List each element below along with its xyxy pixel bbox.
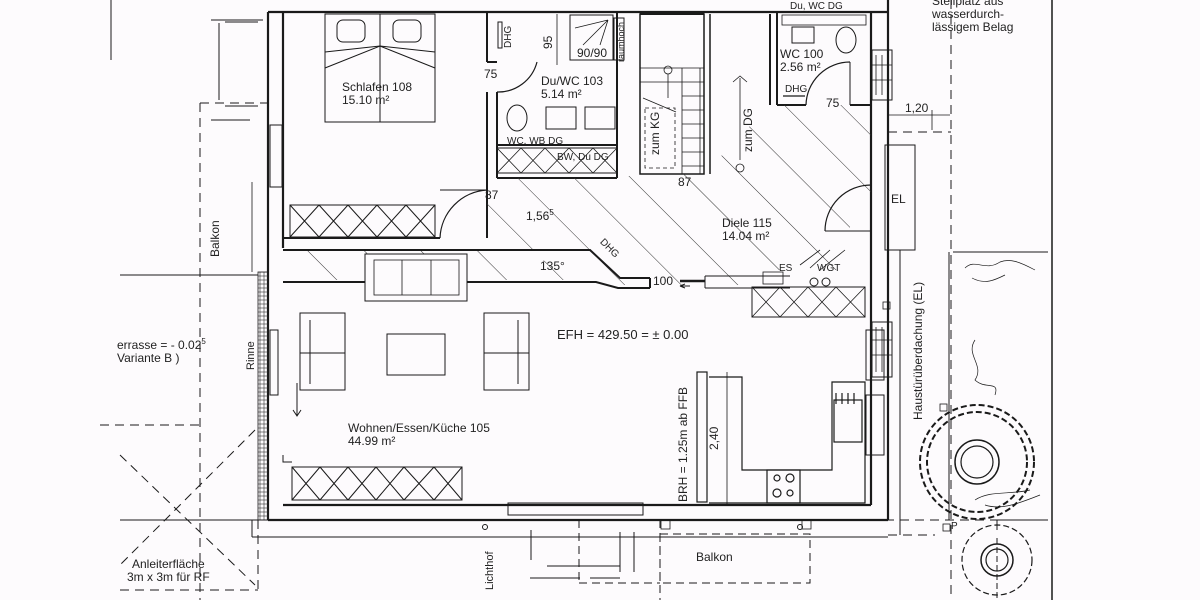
door-wc <box>805 61 851 106</box>
wardrobe-bedroom <box>289 204 436 238</box>
dhg-wc-label: DHG <box>785 84 808 95</box>
brh-label: BRH = 1.25m ab FFB <box>676 386 690 502</box>
room-name: Schlafen 108 <box>342 80 413 94</box>
wgt-label: WGT <box>817 263 841 274</box>
tree-circle <box>919 404 1035 520</box>
es-label: ES <box>779 263 793 274</box>
zum-dg-label: zum DG <box>741 107 755 152</box>
room-area: 2.56 m² <box>780 60 821 74</box>
haustuer-label: Haustürüberdachung (EL) <box>911 281 925 420</box>
wc-wb-dg-label: WC, WB DG <box>507 136 564 147</box>
toilet-bathroom <box>506 104 528 132</box>
terrasse-sup: 5 <box>201 337 206 346</box>
lichthof-label: Lichthof <box>484 551 496 590</box>
p-marker: P <box>951 521 958 532</box>
zum-kg-label: zum KG <box>648 111 662 155</box>
efh-label: EFH = 429.50 = ± 0.00 <box>557 327 689 342</box>
anleiter-line-2: 3m x 3m für RF <box>127 570 210 584</box>
room-area: 14.04 m² <box>722 229 770 243</box>
stellplatz-line-2: wasserdurch- <box>932 7 1005 21</box>
stellplatz-line-1: Stellplatz aus <box>932 0 1004 8</box>
dim-156-sup: 5 <box>549 208 554 217</box>
dim-75-bath: 75 <box>484 67 498 81</box>
dim-156-value: 1,56 <box>526 209 550 223</box>
room-wc-100: WC 100 2.56 m² <box>780 48 823 74</box>
angle-135: 135° <box>540 259 565 273</box>
room-wohnen-105: Wohnen/Essen/Küche 105 44.99 m² <box>348 422 490 448</box>
bw-du-dg-label: BW, Du DG <box>557 152 609 163</box>
shower-size: 90/90 <box>577 46 608 60</box>
room-area: 5.14 m² <box>541 87 582 101</box>
door-bathroom <box>496 61 538 93</box>
room-name: WC 100 <box>780 47 824 61</box>
anleiter-line-1: Anleiterfläche <box>131 557 205 571</box>
room-name: Wohnen/Essen/Küche 105 <box>348 421 490 435</box>
room-area: 44.99 m² <box>348 434 396 448</box>
room-schlafen-108: Schlafen 108 15.10 m² <box>342 81 412 107</box>
el-label: EL <box>891 192 906 206</box>
raumhoch-label: raumhoch <box>616 21 626 62</box>
du-wc-dg-label: Du, WC DG <box>790 1 843 12</box>
terrasse-line-1: errasse = - 0.02 <box>117 338 202 352</box>
balkon-bottom-label: Balkon <box>696 550 733 564</box>
dim-156: 1,565 <box>526 206 554 223</box>
double-bed <box>324 13 436 123</box>
dhg-bath-label: DHG <box>503 25 514 48</box>
dim-87-stair: 87 <box>678 175 692 189</box>
stellplatz-line-3: lässigem Belag <box>932 20 1014 34</box>
terrasse-line-2: Variante B ) <box>117 351 180 365</box>
dim-95: 95 <box>541 35 555 49</box>
door-entrance <box>824 184 872 232</box>
room-name: Du/WC 103 <box>541 74 604 88</box>
room-name: Diele 115 <box>722 216 772 230</box>
hall-area <box>283 105 871 290</box>
terrasse-label: errasse = - 0.025 Variante B ) <box>117 335 206 365</box>
exterior-walls <box>266 0 890 522</box>
kitchen-counter <box>696 371 866 504</box>
living-furniture <box>291 312 530 501</box>
anleiter-label: Anleiterfläche 3m x 3m für RF <box>127 558 210 584</box>
door-bedroom <box>439 189 488 239</box>
shower <box>569 14 614 61</box>
stellplatz-label: Stellplatz aus wasserdurch- lässigem Bel… <box>932 0 1013 34</box>
room-diele-115: Diele 115 14.04 m² <box>722 217 772 243</box>
balkon-left-label: Balkon <box>208 220 222 257</box>
dim-75-wc: 75 <box>826 96 840 110</box>
room-area: 15.10 m² <box>342 93 390 107</box>
dim-120: 1,20 <box>905 101 929 115</box>
room-du-wc-103: Du/WC 103 5.14 m² <box>541 75 603 101</box>
bedroom-walls <box>283 12 488 239</box>
dim-100: 100 <box>653 274 674 288</box>
dim-240: 2,40 <box>707 426 721 450</box>
dim-87-left: 87 <box>485 188 499 202</box>
rinne-label: Rinne <box>245 341 257 370</box>
